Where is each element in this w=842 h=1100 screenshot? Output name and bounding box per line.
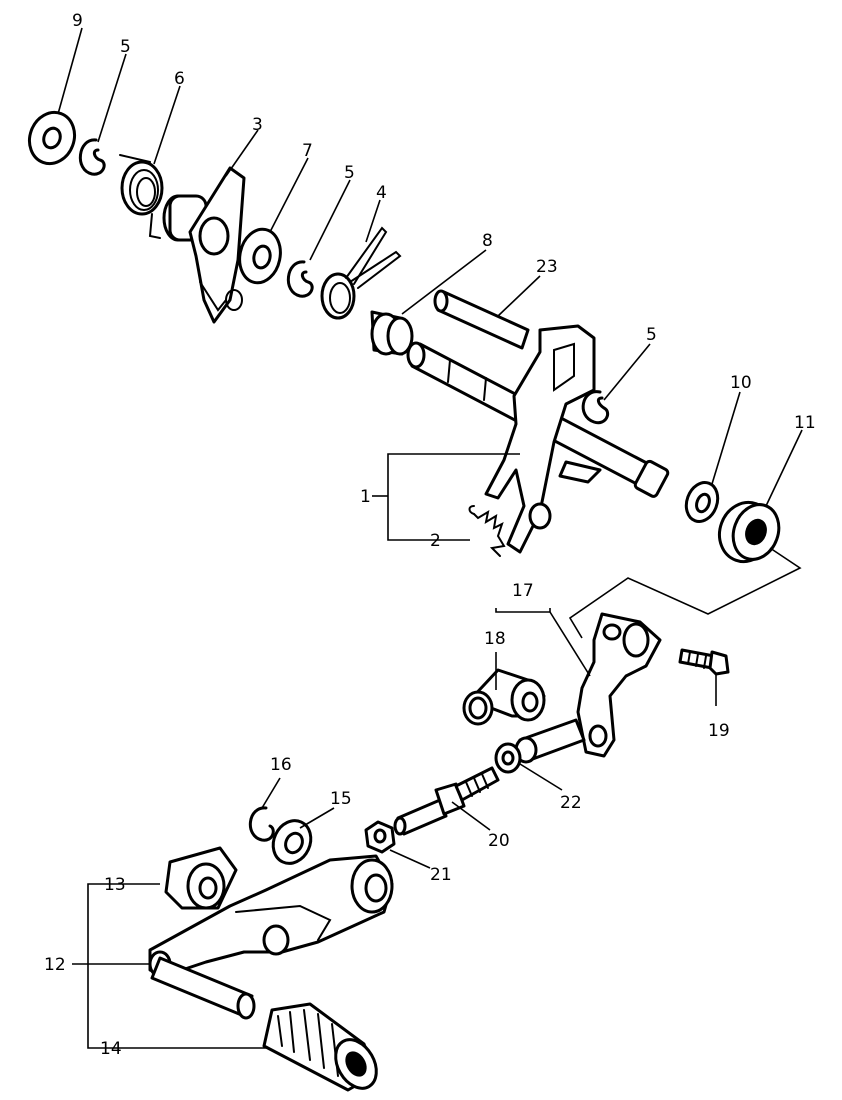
label-6: 6	[174, 69, 185, 89]
label-17: 17	[512, 581, 534, 601]
part-5-circlip-a	[80, 140, 104, 174]
part-3-shift-arm	[164, 168, 244, 322]
label-7: 7	[302, 141, 313, 161]
label-14: 14	[100, 1039, 122, 1059]
callout-labels: 9 5 6 3 7 5 4 8 23 5 10 11 1 2 17 18 19 …	[44, 11, 816, 1059]
part-14-pedal-rubber	[264, 1004, 385, 1096]
part-10-washer	[681, 478, 723, 526]
part-22-nut	[496, 744, 520, 772]
part-7-washer	[235, 225, 285, 286]
part-17-lever	[578, 614, 660, 756]
label-16: 16	[270, 755, 292, 775]
label-22: 22	[560, 793, 582, 813]
label-1: 1	[360, 487, 371, 507]
label-23: 23	[536, 257, 558, 277]
label-10: 10	[730, 373, 752, 393]
part-20-adjusting-rod	[395, 768, 498, 834]
rod-end-joint	[516, 720, 584, 762]
label-11: 11	[794, 413, 816, 433]
part-18-rod-end	[464, 670, 544, 724]
label-21: 21	[430, 865, 452, 885]
label-5-c: 5	[646, 325, 657, 345]
part-5-circlip-b	[288, 262, 312, 296]
part-2-spring	[470, 506, 505, 556]
part-16-circlip	[250, 808, 273, 840]
part-23-pin	[435, 291, 528, 348]
label-2: 2	[430, 531, 441, 551]
part-21-nut	[366, 822, 394, 852]
label-3: 3	[252, 115, 263, 135]
label-19: 19	[708, 721, 730, 741]
assembly-link-line	[568, 547, 802, 639]
label-13: 13	[104, 875, 126, 895]
part-9-washer	[22, 106, 81, 170]
part-1-shift-shaft	[408, 326, 669, 552]
part-4-torsion-spring	[322, 228, 400, 318]
label-4: 4	[376, 183, 387, 203]
label-5-a: 5	[120, 37, 131, 57]
shift-pedal-shaft	[152, 958, 254, 1018]
part-13-pivot	[166, 848, 236, 908]
part-6-spring	[120, 155, 162, 238]
label-18: 18	[484, 629, 506, 649]
part-19-bolt	[680, 650, 728, 674]
label-20: 20	[488, 831, 510, 851]
label-12: 12	[44, 955, 66, 975]
label-5-b: 5	[344, 163, 355, 183]
label-15: 15	[330, 789, 352, 809]
part-15-washer	[266, 814, 317, 869]
part-8-collar	[372, 312, 412, 354]
part-11-oil-seal	[711, 495, 786, 569]
label-9: 9	[72, 11, 83, 31]
label-8: 8	[482, 231, 493, 251]
part-5-circlip-c	[583, 392, 608, 423]
leader-lines	[57, 27, 803, 1049]
